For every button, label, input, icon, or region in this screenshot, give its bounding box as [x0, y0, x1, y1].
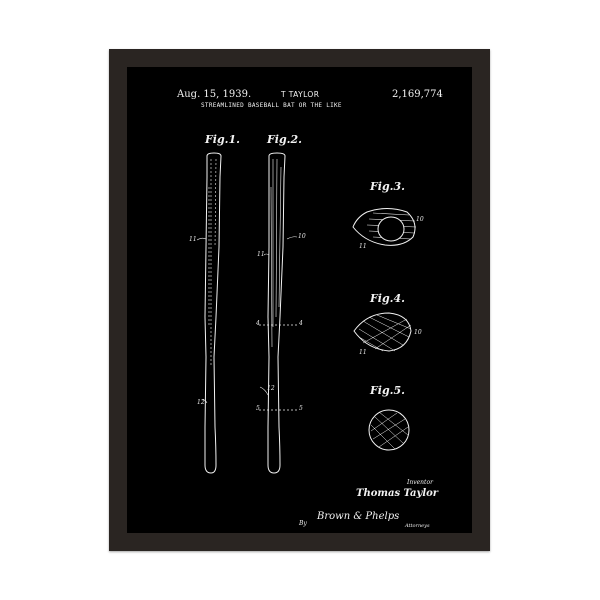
patent-title: STREAMLINED BASEBALL BAT OR THE LIKE	[201, 102, 342, 109]
ref-section-4-right: 4	[299, 320, 303, 327]
bat-fig1	[204, 152, 222, 474]
ref-fig1-11: 11	[189, 236, 197, 243]
ref-fig3-10: 10	[416, 216, 424, 223]
by-label: By	[299, 520, 307, 527]
ref-fig2-12: 12	[267, 385, 275, 392]
ref-fig1-12: 12	[197, 399, 205, 406]
ref-fig2-10: 10	[298, 233, 306, 240]
patent-poster: Aug. 15, 1939. T TAYLOR 2,169,774 STREAM…	[127, 67, 472, 533]
ref-section-4-left: 4	[256, 320, 260, 327]
ref-section-5-right: 5	[299, 405, 303, 412]
inventor-label: Inventor	[407, 479, 433, 486]
attorney-signature: Brown & Phelps	[317, 511, 400, 522]
bat-fig2-grain	[270, 158, 282, 348]
patent-number: 2,169,774	[392, 89, 443, 100]
inventor-heading: T TAYLOR	[281, 90, 320, 99]
ref-section-5-left: 5	[256, 405, 260, 412]
fig3-cross-section	[352, 208, 416, 246]
fig1-label: Fig.1.	[205, 133, 240, 146]
attorneys-label: Attorneys	[405, 523, 430, 529]
ref-fig2-11: 11	[257, 251, 265, 258]
picture-frame: Aug. 15, 1939. T TAYLOR 2,169,774 STREAM…	[109, 49, 490, 551]
fig5-label: Fig.5.	[370, 384, 405, 397]
patent-drawing	[196, 152, 417, 474]
fig4-label: Fig.4.	[370, 292, 405, 305]
fig2-label: Fig.2.	[267, 133, 302, 146]
bat-fig2	[267, 152, 286, 474]
fig3-label: Fig.3.	[370, 180, 405, 193]
fig5-cross-section	[368, 409, 410, 451]
fig4-cross-section	[353, 312, 412, 352]
patent-date: Aug. 15, 1939.	[177, 89, 252, 100]
inventor-signature: Thomas Taylor	[356, 488, 439, 499]
ref-fig4-10: 10	[414, 329, 422, 336]
ref-fig4-11: 11	[359, 349, 367, 356]
ref-fig3-11: 11	[359, 243, 367, 250]
bat-fig1-grain	[208, 158, 217, 367]
